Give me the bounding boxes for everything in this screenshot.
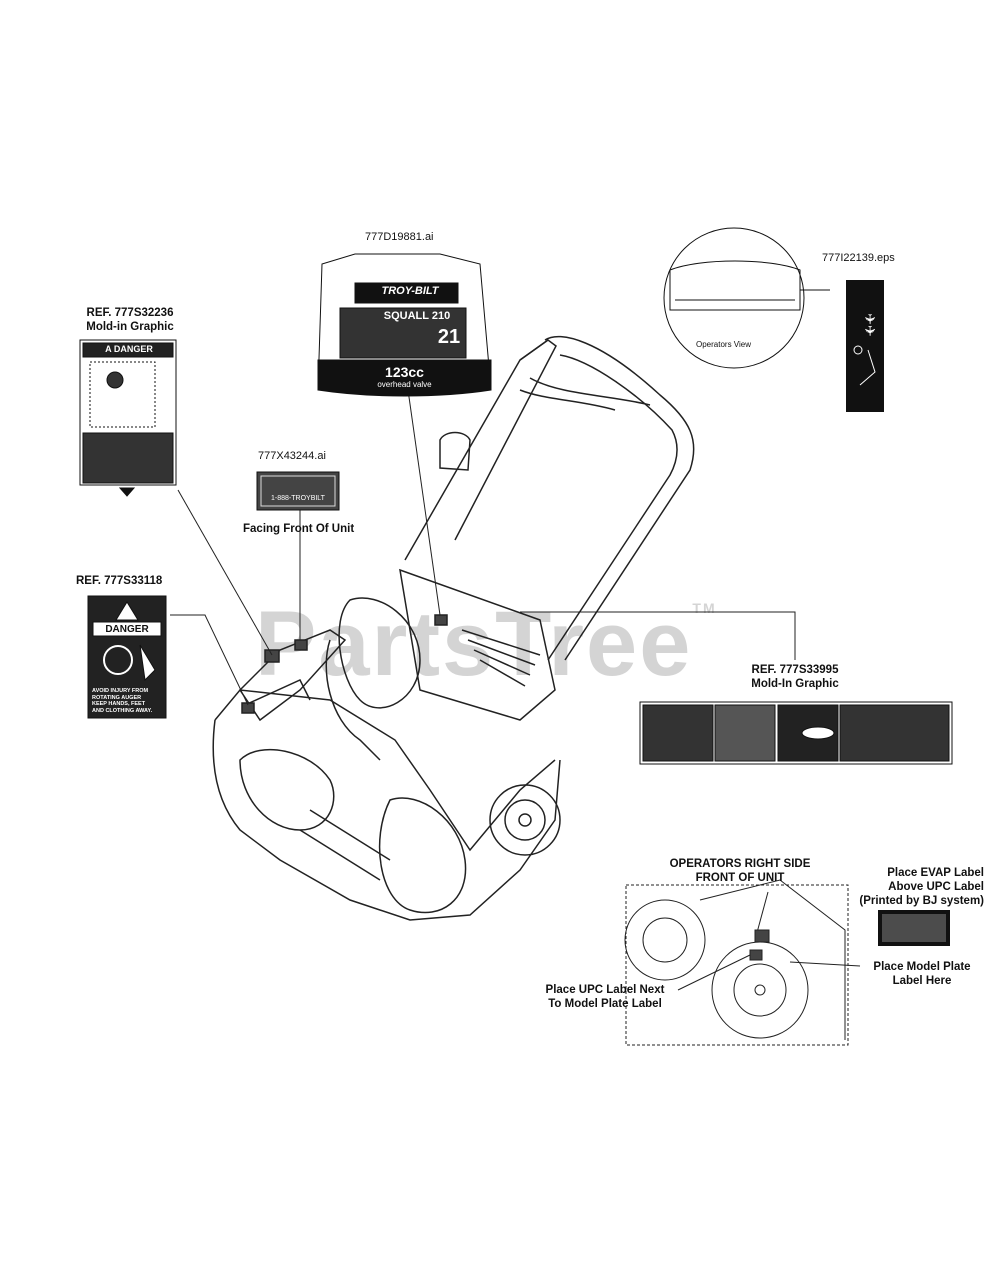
right-side-heading: OPERATORS RIGHT SIDE FRONT OF UNIT [669, 858, 811, 884]
svg-text:✈✈: ✈✈ [862, 313, 878, 336]
decal2-danger-text: DANGER [105, 624, 149, 635]
ref-777S33995: REF. 777S33995 Mold-In Graphic [751, 664, 839, 690]
decal2-warning-lines: AVOID INJURY FROM ROTATING AUGER KEEP HA… [92, 688, 153, 714]
file-777D19881: 777D19881.ai [365, 231, 434, 243]
evap-label-note: Place EVAP Label Above UPC Label (Printe… [859, 867, 984, 907]
brand-text: TROY-BILT [381, 285, 439, 297]
ref-777S32236: REF. 777S32236 Mold-in Graphic [86, 307, 174, 333]
model-plate-note: Place Model Plate Label Here [873, 961, 971, 987]
decal-777S33995 [639, 701, 953, 765]
operators-view-inset [663, 227, 830, 369]
decal1-danger-text: A DANGER [105, 344, 153, 354]
ref-777S33118: REF. 777S33118 [76, 575, 163, 587]
decal-777S33118 [87, 595, 167, 719]
upc-label-note: Place UPC Label Next To Model Plate Labe… [545, 984, 665, 1010]
snowblower-drawing [212, 335, 695, 921]
operators-view-label: Operators View [696, 340, 751, 349]
decal-777I22139: ✈✈ [846, 280, 884, 412]
file-777X43244: 777X43244.ai [258, 450, 326, 462]
evap-label-sample [878, 910, 950, 946]
phone-text: 1-888-TROYBILT [271, 495, 325, 502]
stage-text: 21 [437, 326, 461, 348]
decal-777S32236 [79, 339, 177, 497]
engine-sub-text: overhead valve [377, 380, 432, 389]
right-side-inset [624, 879, 849, 1046]
facing-front-label: Facing Front Of Unit [243, 523, 355, 535]
decal-777X43244 [256, 471, 340, 511]
model-text: SQUALL 210 [383, 310, 451, 322]
file-777I22139: 777I22139.eps [822, 252, 895, 264]
decal-777D19881 [317, 253, 492, 397]
engine-text: 123cc [385, 364, 424, 380]
